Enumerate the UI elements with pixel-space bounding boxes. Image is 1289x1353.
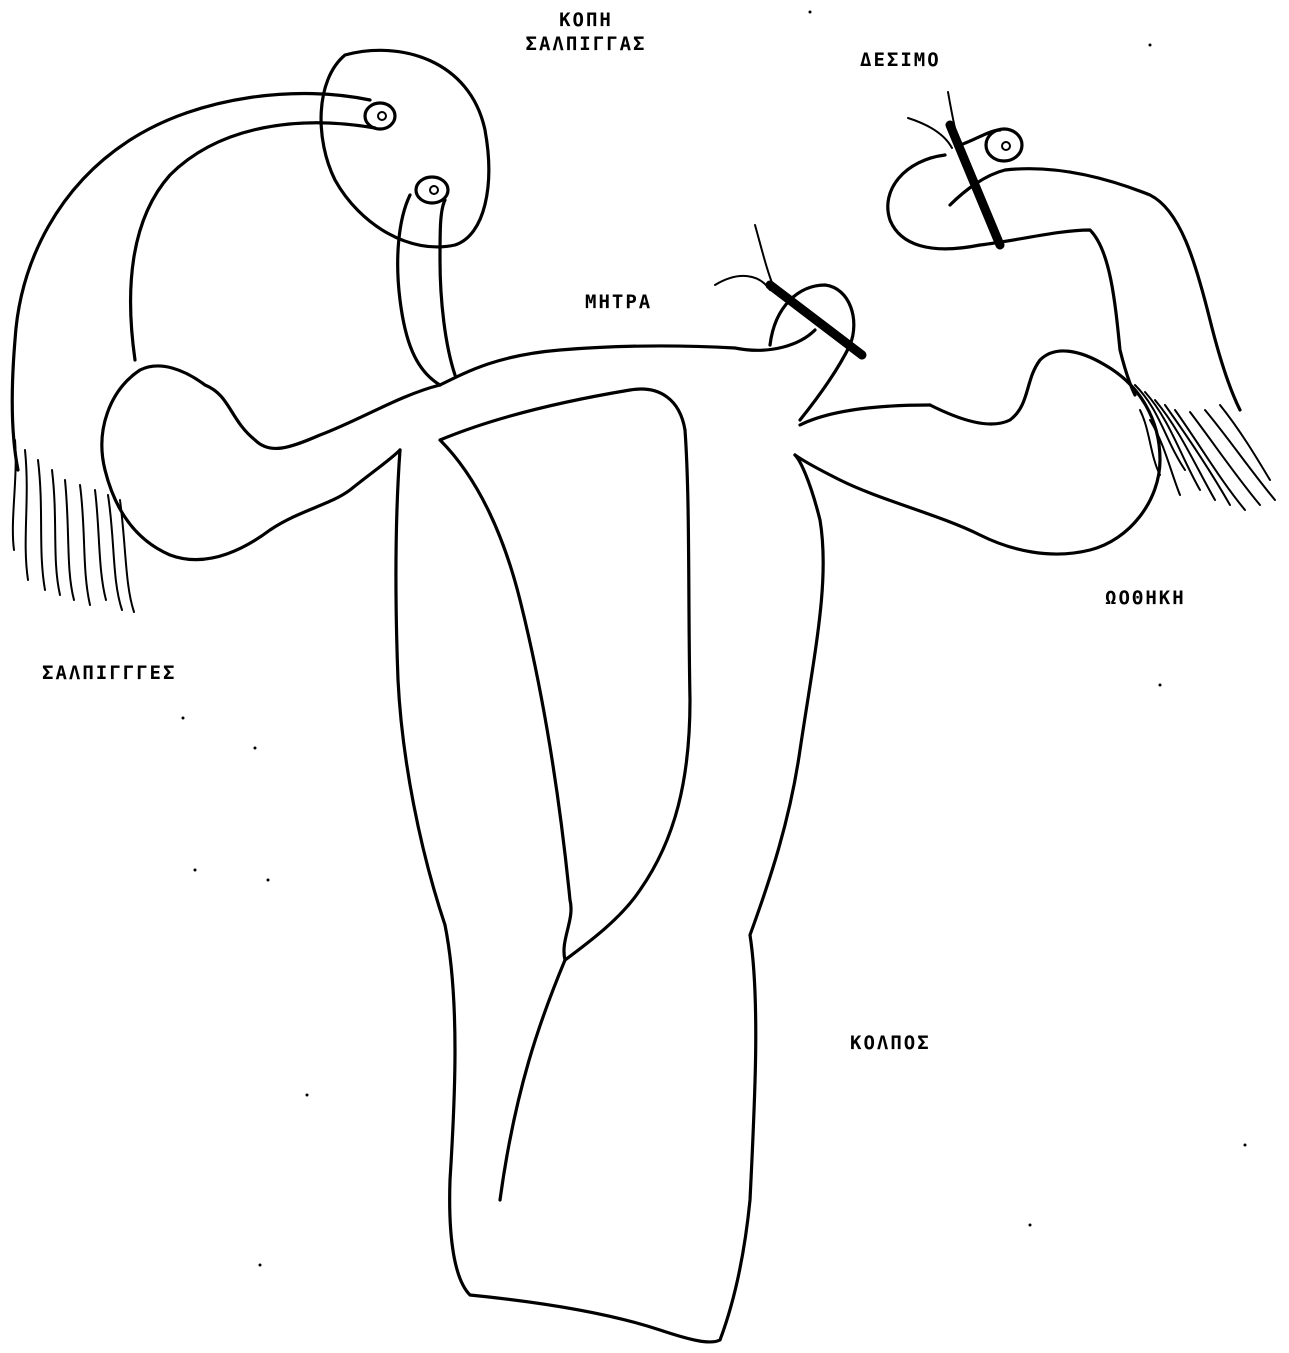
left-tube-lumen-1	[430, 186, 438, 194]
speck	[267, 879, 270, 882]
right-cornual-nub	[770, 285, 854, 420]
speck	[1029, 1224, 1032, 1227]
speck	[809, 11, 812, 14]
right-ligature-band-2	[950, 125, 1000, 245]
left-tube-cut-end-2	[365, 103, 395, 129]
speck	[1149, 44, 1152, 47]
speck	[254, 747, 257, 750]
label-cut-tube: ΚΟΠΗ ΣΑΛΠΙΓΓΑΣ	[496, 8, 676, 56]
label-cut-tube-line1: ΚΟΠΗ	[496, 8, 676, 32]
speck	[1159, 684, 1162, 687]
speck	[306, 1094, 309, 1097]
label-ligation: ΔΕΣΙΜΟ	[860, 48, 941, 72]
left-tube-lumen-2	[378, 112, 386, 120]
right-ovary	[795, 351, 1160, 554]
speck	[259, 1264, 262, 1267]
right-ligature-band-1	[770, 285, 862, 355]
label-tubes: ΣΑΛΠΙΓΓΓΕΣ	[42, 661, 176, 685]
left-tube-arc-inner	[131, 123, 375, 360]
right-fimbriae	[1135, 385, 1275, 510]
cut-region-circle	[321, 50, 489, 247]
uterine-cavity-line	[440, 389, 690, 960]
label-ovary: ΩΟΘΗΚΗ	[1105, 586, 1186, 610]
label-vagina: ΚΟΛΠΟΣ	[850, 1031, 931, 1055]
left-ovary	[102, 366, 440, 560]
right-tube-cut-end	[986, 129, 1022, 161]
speck	[182, 717, 185, 720]
left-tube-upper	[398, 195, 455, 385]
right-tube-lumen	[1002, 142, 1010, 150]
right-tube-loop	[888, 130, 1240, 410]
left-tube-cut-end-1	[416, 177, 448, 203]
vaginal-seam-line	[500, 960, 565, 1200]
left-fimbriae	[13, 440, 134, 612]
label-cut-tube-line2: ΣΑΛΠΙΓΓΑΣ	[496, 32, 676, 56]
label-uterus: ΜΗΤΡΑ	[585, 290, 652, 314]
speck	[194, 869, 197, 872]
left-tube-arc-outer	[12, 93, 370, 470]
uterus-outline	[396, 330, 930, 1342]
speck	[1244, 1144, 1247, 1147]
right-ligature-suture-1	[715, 225, 775, 290]
